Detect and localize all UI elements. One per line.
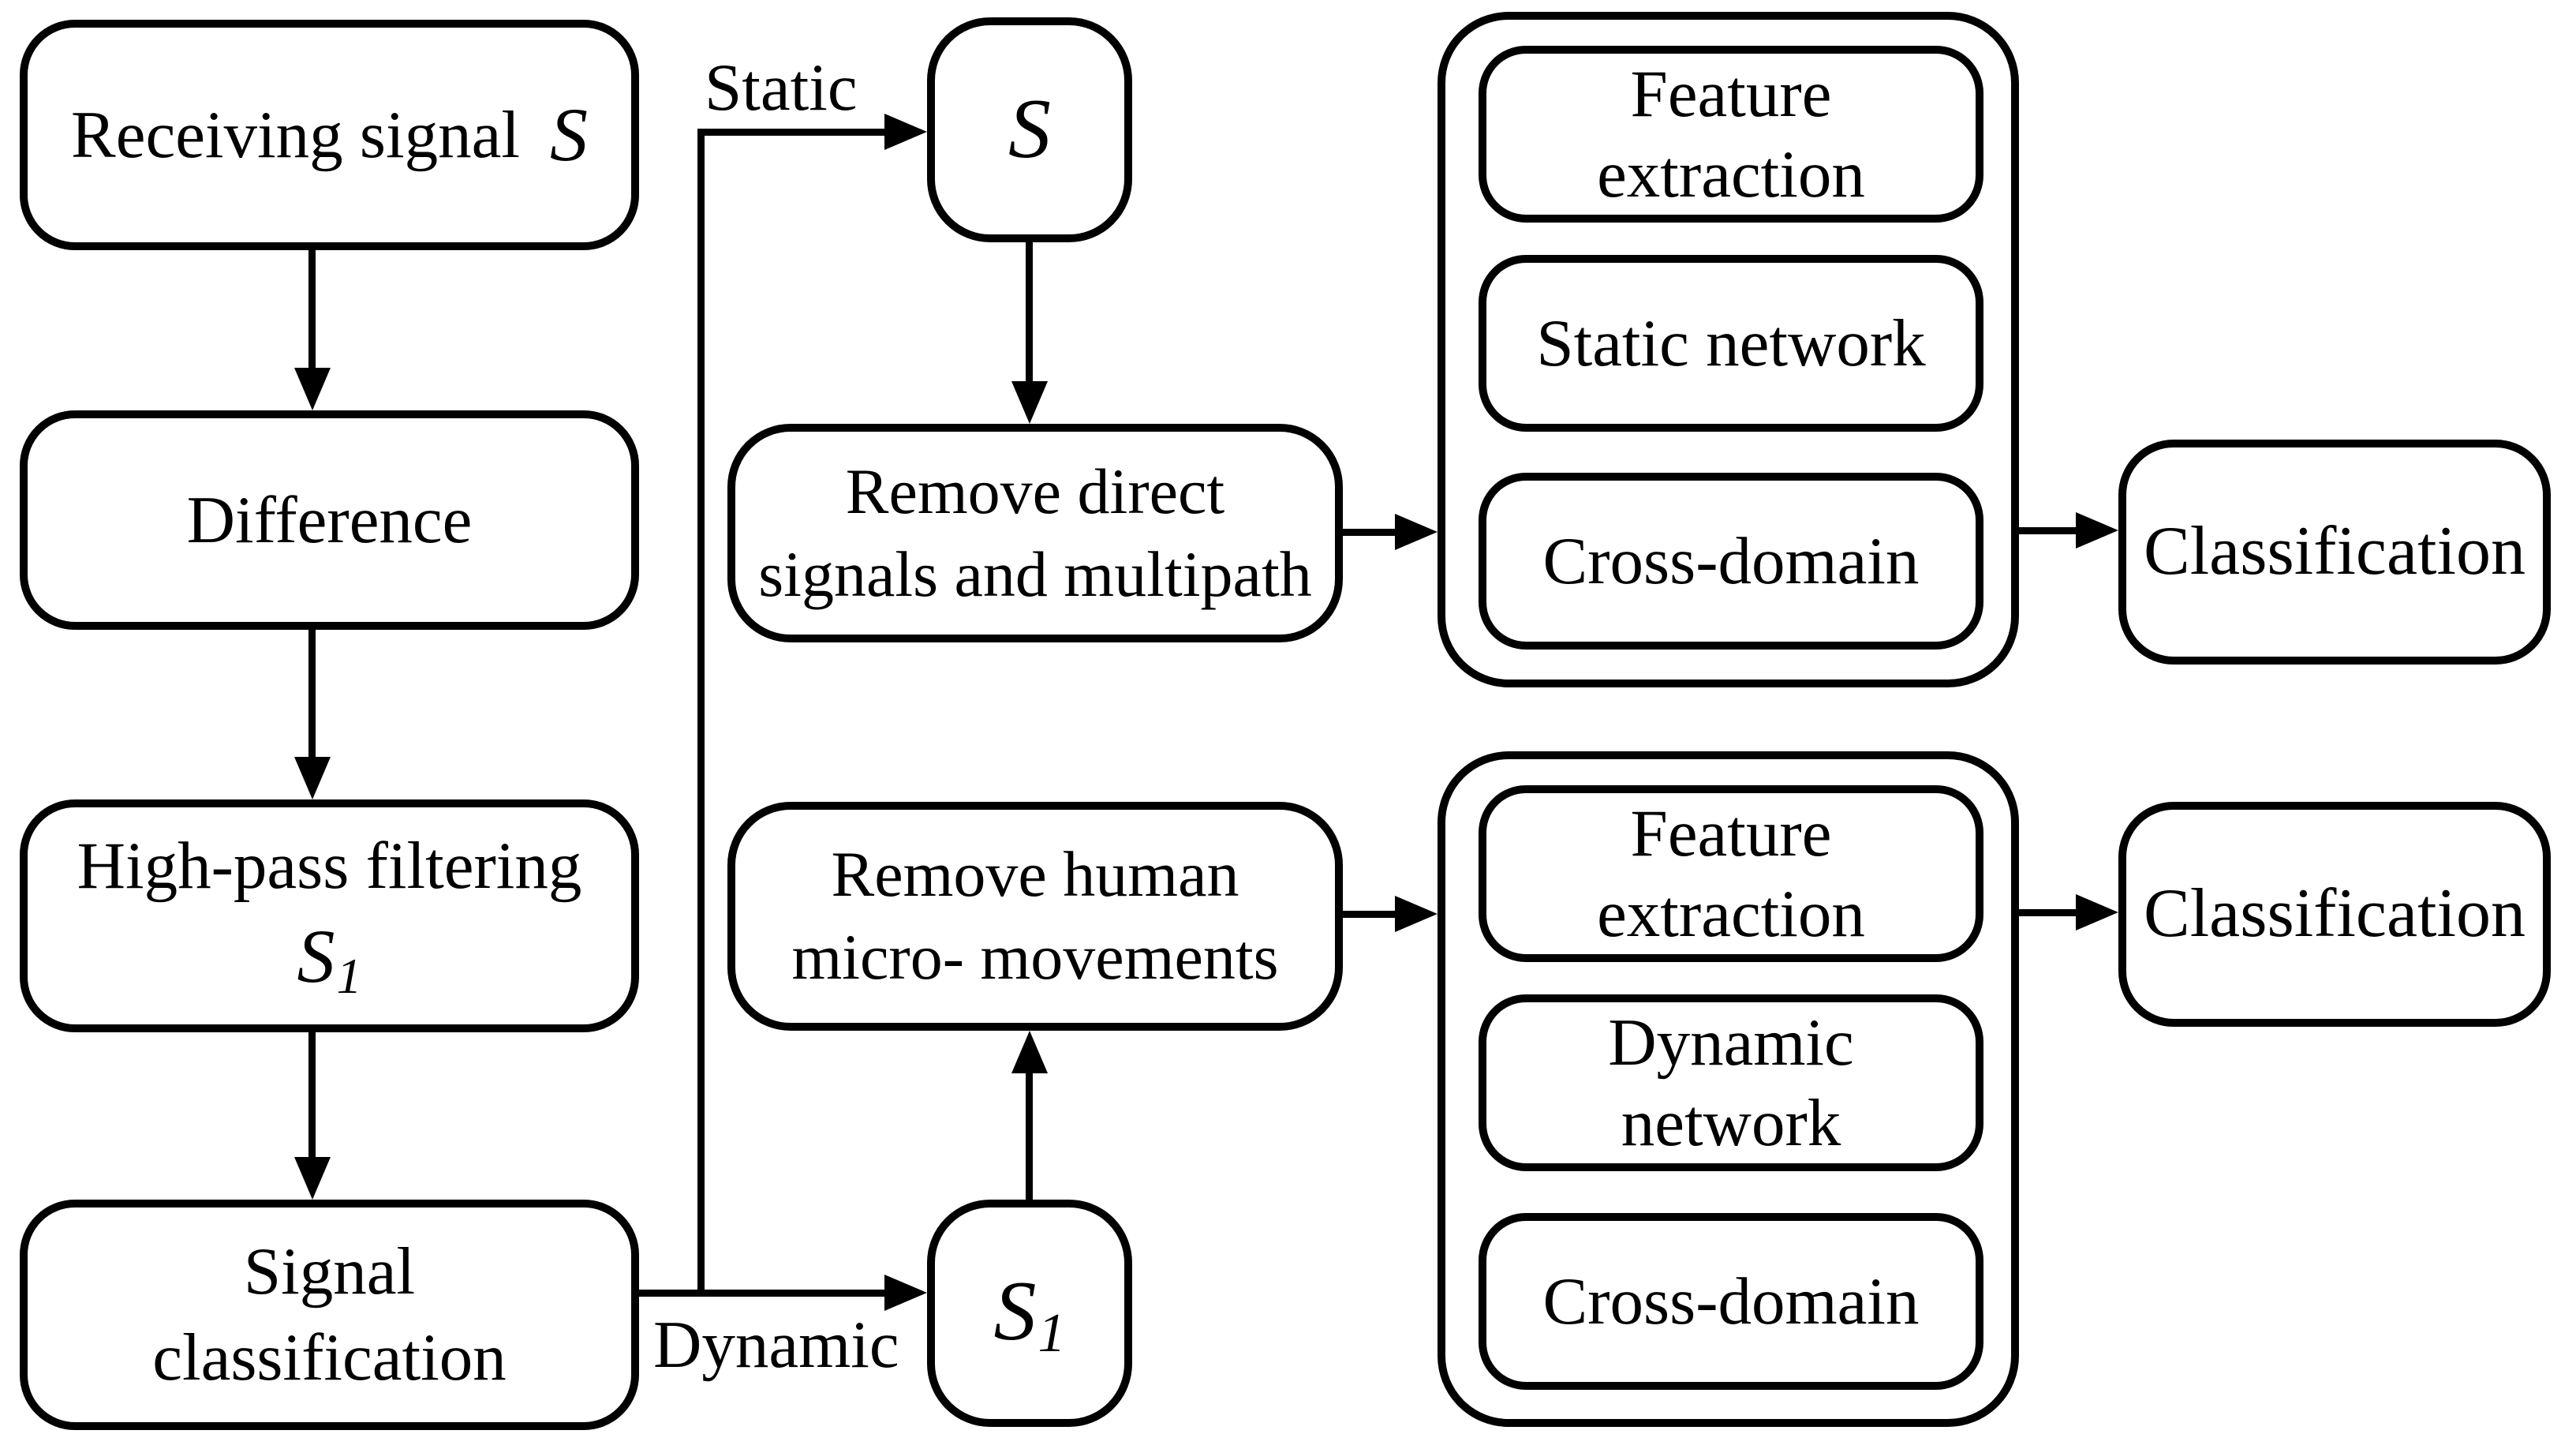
edge-label-static: Static	[705, 51, 858, 125]
node-feature-extraction-static-line1: Feature	[1630, 57, 1832, 131]
node-s1: S1	[927, 1200, 1132, 1427]
node-feature-extraction-static: Feature extraction	[1479, 46, 1983, 223]
arrowhead-receiving-to-difference-icon	[294, 368, 331, 410]
node-feature-extraction-dynamic-line1: Feature	[1630, 796, 1832, 871]
node-cross-domain-dynamic: Cross-domain	[1479, 1213, 1983, 1390]
node-static-network-label: Static network	[1536, 305, 1926, 380]
node-difference: Difference	[20, 410, 639, 630]
node-cross-domain-static-label: Cross-domain	[1542, 523, 1920, 598]
node-s: S	[927, 17, 1132, 242]
node-feature-extraction-dynamic-line2: extraction	[1597, 877, 1865, 951]
arrowhead-group-to-classification-static-icon	[2076, 512, 2118, 549]
arrowhead-difference-to-highpass-icon	[294, 757, 331, 799]
node-s1-variable: S1	[993, 1264, 1066, 1365]
node-classification-dynamic-label: Classification	[2144, 875, 2526, 953]
edge-s-to-remove-direct-line	[1026, 241, 1033, 383]
node-cross-domain-static: Cross-domain	[1479, 473, 1983, 650]
node-dynamic-network-line2: network	[1621, 1086, 1841, 1160]
node-receiving-signal-label: Receiving signal	[71, 97, 520, 172]
edge-s1-to-remove-human-line	[1026, 1070, 1033, 1203]
node-classification-dynamic: Classification	[2118, 802, 2551, 1027]
edge-receiving-to-difference-line	[308, 248, 316, 369]
arrowhead-s-to-remove-direct-icon	[1011, 381, 1048, 424]
edge-remove-direct-to-group-line	[1341, 529, 1396, 536]
edge-static-branch-horizontal-line	[697, 129, 888, 136]
node-remove-human-line1: Remove human	[831, 838, 1239, 911]
edge-group-to-classification-dynamic-line	[2016, 909, 2077, 916]
node-high-pass-filtering: High-pass filtering S1	[20, 799, 639, 1032]
node-classification-static: Classification	[2118, 440, 2551, 665]
node-cross-domain-dynamic-label: Cross-domain	[1542, 1264, 1920, 1339]
node-signal-classification-line2: classification	[152, 1320, 507, 1395]
node-remove-direct-signals: Remove direct signals and multipath	[727, 424, 1343, 642]
node-difference-label: Difference	[186, 482, 473, 557]
arrowhead-highpass-to-signalclass-icon	[294, 1157, 331, 1200]
node-remove-human-line2: micro- movements	[791, 921, 1279, 993]
arrowhead-remove-direct-to-group-icon	[1395, 514, 1438, 550]
node-dynamic-network-line1: Dynamic	[1608, 1005, 1854, 1080]
arrowhead-static-to-s-icon	[884, 114, 927, 150]
node-receiving-signal: Receiving signal S	[20, 20, 639, 250]
edge-group-to-classification-static-line	[2016, 527, 2077, 534]
node-high-pass-variable: S1	[297, 914, 362, 1005]
node-high-pass-label: High-pass filtering	[77, 828, 582, 903]
node-feature-extraction-static-line2: extraction	[1597, 137, 1865, 212]
edge-difference-to-highpass-line	[308, 628, 316, 758]
arrowhead-s1-to-remove-human-icon	[1011, 1031, 1048, 1073]
node-signal-classification-line1: Signal	[243, 1234, 416, 1309]
arrowhead-group-to-classification-dynamic-icon	[2076, 894, 2118, 930]
node-remove-direct-line1: Remove direct	[845, 455, 1225, 527]
edge-label-dynamic: Dynamic	[653, 1308, 899, 1382]
node-classification-static-label: Classification	[2144, 513, 2526, 590]
node-receiving-signal-variable: S	[549, 92, 588, 177]
arrowhead-dynamic-to-s1-icon	[884, 1275, 927, 1311]
node-dynamic-network: Dynamic network	[1479, 994, 1983, 1171]
edge-highpass-to-signalclass-line	[308, 1031, 316, 1159]
node-s-variable: S	[1008, 82, 1051, 177]
node-remove-direct-line2: signals and multipath	[758, 537, 1312, 610]
edge-remove-human-to-group-line	[1341, 911, 1396, 918]
node-signal-classification: Signal classification	[20, 1200, 639, 1430]
edge-static-branch-vertical-line	[697, 129, 705, 1297]
arrowhead-remove-human-to-group-icon	[1395, 896, 1438, 932]
node-remove-human-micro-movements: Remove human micro- movements	[727, 802, 1343, 1031]
node-static-network: Static network	[1479, 255, 1983, 432]
edge-signalclass-to-s1-line	[635, 1290, 888, 1297]
node-feature-extraction-dynamic: Feature extraction	[1479, 785, 1983, 962]
